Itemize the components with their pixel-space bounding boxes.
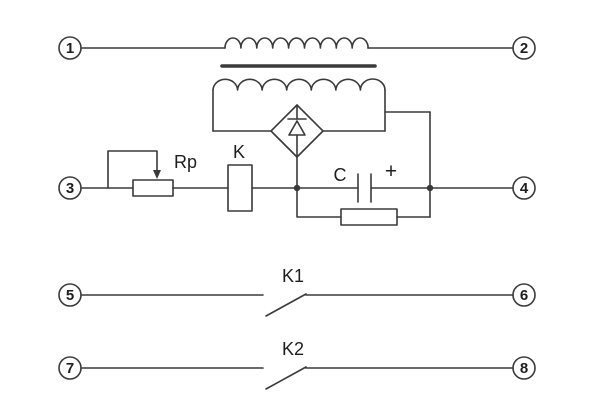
capacitor-polarity-plus: + <box>385 160 397 183</box>
transformer-primary-coil <box>224 37 369 49</box>
terminal-number: 8 <box>520 360 528 377</box>
terminal-number: 7 <box>66 360 74 377</box>
potentiometer-wiper-link <box>107 150 158 189</box>
contact-k2-blade <box>265 366 307 390</box>
potentiometer-rp-body <box>132 179 174 197</box>
potentiometer-rp: Rp <box>107 150 197 197</box>
terminal-circle <box>58 36 82 60</box>
capacitor-c: C + <box>334 160 397 203</box>
terminal-circle <box>58 176 82 200</box>
terminal-3: 3 <box>58 176 82 200</box>
junction-dot-right <box>426 184 434 192</box>
terminal-circle <box>512 36 536 60</box>
transformer-secondary-coil <box>212 78 386 91</box>
terminal-circle <box>512 176 536 200</box>
terminal-number: 2 <box>520 40 528 57</box>
terminal-circle <box>58 283 82 307</box>
terminal-number: 3 <box>66 180 74 197</box>
terminal-1: 1 <box>58 36 82 60</box>
junction-dot-left <box>293 184 301 192</box>
terminal-number: 6 <box>520 287 528 304</box>
terminal-2: 2 <box>512 36 536 60</box>
capacitor-label: C <box>334 165 347 185</box>
contact-k2-label: K2 <box>282 339 304 359</box>
resistor-body <box>340 208 398 226</box>
relay-coil-label: K <box>233 142 245 162</box>
terminal-7: 7 <box>58 356 82 380</box>
terminal-number: 4 <box>520 180 529 197</box>
terminal-number: 1 <box>66 40 74 57</box>
terminal-4: 4 <box>512 176 536 200</box>
terminal-circle <box>512 283 536 307</box>
contact-k1-label: K1 <box>282 266 304 286</box>
terminal-8: 8 <box>512 356 536 380</box>
contact-k1-blade <box>265 293 307 317</box>
relay-coil-k: K <box>227 142 253 212</box>
diode-triangle <box>288 120 306 136</box>
wire-resistor-left-leg <box>296 187 342 218</box>
potentiometer-wiper-arrow-icon <box>153 170 161 179</box>
terminal-circle <box>512 356 536 380</box>
potentiometer-label: Rp <box>174 152 197 172</box>
terminal-circle <box>58 356 82 380</box>
terminal-6: 6 <box>512 283 536 307</box>
relay-coil-k-body <box>227 164 253 212</box>
diode-icon <box>287 104 307 158</box>
terminal-number: 5 <box>66 287 74 304</box>
terminal-5: 5 <box>58 283 82 307</box>
